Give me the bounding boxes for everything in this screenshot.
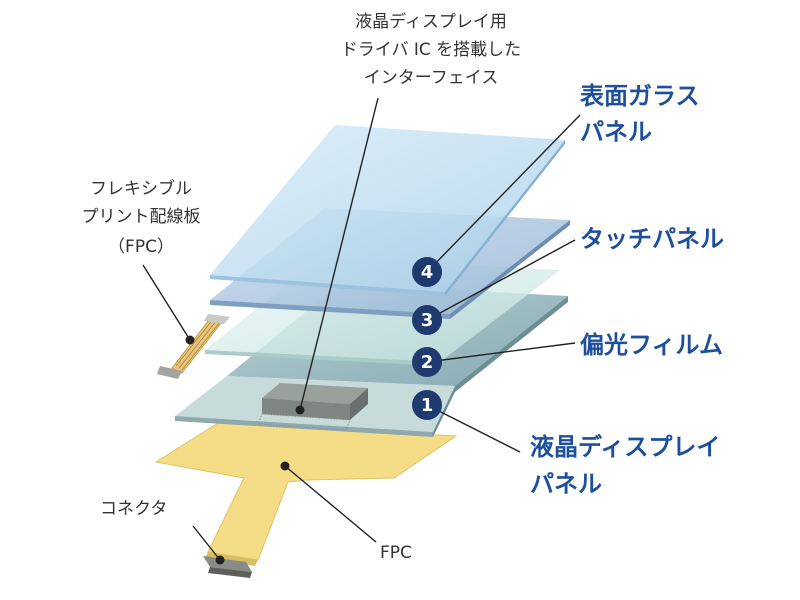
fpc-printed-label-line-1: フレキシブル: [90, 178, 192, 199]
layer-2-label: 偏光フィルム: [580, 331, 723, 359]
layer-1-label-line-1: 液晶ディスプレイ: [530, 433, 720, 461]
leader-layer-4: [426, 114, 581, 273]
layer-1-label-line-2: パネル: [530, 470, 602, 498]
connector-label: コネクタ: [100, 499, 167, 519]
fpc-printed-label-line-2: プリント配線板: [82, 207, 201, 227]
ic-label-line-3: インターフェイス: [364, 68, 498, 88]
surface-glass-layer: [210, 125, 565, 296]
badge-3: 3: [412, 305, 442, 335]
leader-lines: [142, 97, 581, 565]
leader-connector: [192, 525, 221, 561]
leader-layer-3: [426, 239, 576, 321]
connector-block: [203, 556, 252, 578]
badge-4: 4: [412, 257, 442, 287]
leader-fpc: [284, 465, 377, 543]
ic-label-line-1: 液晶ディスプレイ用: [355, 11, 507, 32]
leader-ic: [299, 97, 379, 411]
ic-label-line-2: ドライバ IC を搭載した: [341, 40, 521, 60]
leader-ic-dot: [295, 405, 305, 415]
badge-3-number: 3: [421, 310, 434, 331]
leader-connector-dot: [215, 555, 225, 565]
badge-1-number: 1: [421, 395, 434, 416]
layer-4-label-line-1: 表面ガラス: [580, 82, 700, 110]
leader-fpc-cable: [142, 264, 191, 341]
badge-2-number: 2: [421, 352, 434, 373]
leader-layer-1: [426, 404, 521, 453]
fpc-label: FPC: [380, 543, 412, 563]
leader-layer-2: [426, 342, 576, 363]
badge-1: 1: [412, 390, 442, 420]
fpc-flex-cable: [157, 314, 230, 379]
layer-4-label-line-2: パネル: [580, 118, 652, 146]
driver-ic-chip: [257, 383, 368, 431]
badge-4-number: 4: [421, 262, 434, 283]
layer-3-label: タッチパネル: [580, 225, 724, 253]
fpc-printed-label-line-3: （FPC）: [108, 237, 174, 257]
badge-2: 2: [412, 347, 442, 377]
leader-fpc-cable-dot: [185, 335, 195, 345]
leader-fpc-dot: [280, 461, 290, 471]
